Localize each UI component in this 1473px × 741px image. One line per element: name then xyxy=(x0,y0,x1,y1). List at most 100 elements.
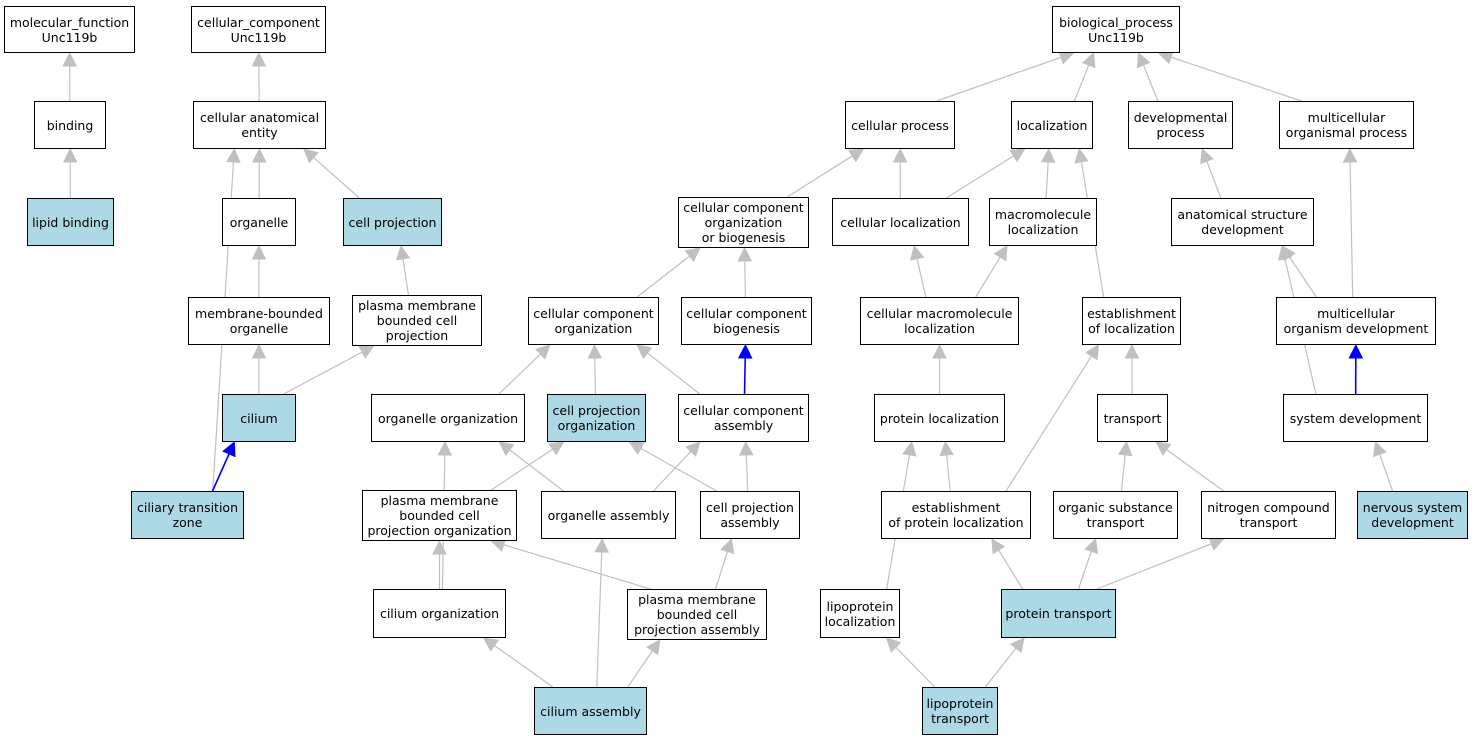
node-establishment-of-localization[interactable]: establishment of localization xyxy=(1082,297,1181,345)
node-plasma-membrane-bounded-cell-projection[interactable]: plasma membrane bounded cell projection xyxy=(352,295,482,346)
node-molecular-function[interactable]: molecular_function Unc119b xyxy=(4,6,135,53)
node-cilium-assembly[interactable]: cilium assembly xyxy=(534,687,647,735)
node-cilium[interactable]: cilium xyxy=(222,394,296,442)
node-cell-projection-assembly[interactable]: cell projection assembly xyxy=(700,491,800,539)
node-anatomical-structure-development[interactable]: anatomical structure development xyxy=(1171,198,1314,246)
arrowhead-cilium_asm-to-org_asm xyxy=(594,537,610,553)
edge-prot_transport-to-ost xyxy=(1077,551,1092,590)
node-organelle[interactable]: organelle xyxy=(222,198,296,246)
edge-org_asm-to-cca xyxy=(653,451,692,492)
arrowhead-cco-to-ccob xyxy=(684,247,701,263)
edge-dev_process-to-bp xyxy=(1142,64,1159,102)
arrowhead-localization-to-bp xyxy=(1081,51,1096,69)
arrowhead-cell_loc-to-cellular_process xyxy=(892,147,908,163)
arrowhead-cml-to-macro_loc xyxy=(993,245,1008,262)
node-cellular-component[interactable]: cellular_component Unc119b xyxy=(191,6,326,53)
edge-cilium_asm-to-pmbcpa xyxy=(627,650,653,688)
arrowhead-ccb-to-ccob xyxy=(737,246,753,262)
edge-prot_transport-to-nct xyxy=(1096,543,1212,590)
arrowhead-cilium_asm-to-pmbcpa xyxy=(646,639,661,656)
arrowhead-pmbcpa-to-cpa xyxy=(720,537,735,555)
arrowhead-asd-to-dev_process xyxy=(1200,147,1214,165)
node-biological-process[interactable]: biological_process Unc119b xyxy=(1052,6,1180,53)
node-organelle-assembly[interactable]: organelle assembly xyxy=(541,491,676,539)
arrowhead-est_prot_loc-to-est_loc xyxy=(1085,344,1100,361)
arrowhead-dev_process-to-bp xyxy=(1136,51,1151,69)
edge-cpa-to-cca xyxy=(745,454,749,492)
node-transport[interactable]: transport xyxy=(1097,394,1168,442)
node-cell-projection-organization[interactable]: cell projection organization xyxy=(547,394,646,442)
node-localization[interactable]: localization xyxy=(1011,101,1093,149)
node-multicellular-organism-development[interactable]: multicellular organism development xyxy=(1276,297,1436,345)
arrowhead-ctz-to-cae xyxy=(226,147,241,163)
edge-pmbcpa-to-pmbcpo xyxy=(503,544,651,590)
arrowhead-prot_transport-to-nct xyxy=(1208,537,1225,551)
node-cellular-component-biogenesis[interactable]: cellular component biogenesis xyxy=(681,297,812,345)
node-cellular-anatomical-entity[interactable]: cellular anatomical entity xyxy=(193,101,326,149)
node-binding[interactable]: binding xyxy=(34,101,106,149)
edge-cpo-to-cco xyxy=(594,357,597,395)
node-cilium-organization[interactable]: cilium organization xyxy=(373,589,506,638)
edge-est_prot_loc-to-est_loc xyxy=(1005,355,1093,492)
arrowhead-macro_loc-to-localization xyxy=(1040,147,1056,163)
node-cellular-localization[interactable]: cellular localization xyxy=(832,198,969,246)
arrowhead-cilium-to-mbo xyxy=(251,343,267,359)
node-ciliary-transition-zone[interactable]: ciliary transition zone xyxy=(131,491,244,539)
arrowhead-cilium-to-pmbcp xyxy=(358,345,375,359)
node-cellular-component-assembly[interactable]: cellular component assembly xyxy=(678,394,809,442)
arrowhead-org_org-to-cco xyxy=(535,344,551,360)
arrowhead-cca-to-ccb xyxy=(737,343,753,359)
edge-cilium-to-pmbcp xyxy=(283,351,363,395)
arrowhead-est_prot_loc-to-prot_loc xyxy=(939,440,954,457)
edge-cml-to-macro_loc xyxy=(975,256,1001,298)
node-system-development[interactable]: system development xyxy=(1283,394,1428,442)
node-cellular-component-organization-or-biogenesis[interactable]: cellular component organization or bioge… xyxy=(678,197,809,248)
arrowhead-mbo-to-organelle xyxy=(251,244,267,260)
node-plasma-membrane-bounded-cell-projection-organization[interactable]: plasma membrane bounded cell projection … xyxy=(362,490,517,541)
arrowhead-ccob-to-cellular_process xyxy=(848,148,865,163)
edge-org_org-to-cco xyxy=(498,353,541,395)
arrowhead-prot_transport-to-est_prot_loc xyxy=(991,538,1006,555)
edge-pmbcpo-to-cpo xyxy=(490,448,553,491)
node-establishment-of-protein-localization[interactable]: establishment of protein localization xyxy=(881,491,1031,539)
arrowhead-cca-to-cco xyxy=(636,344,653,360)
node-cellular-component-organization[interactable]: cellular component organization xyxy=(528,297,659,345)
node-multicellular-organismal-process[interactable]: multicellular organismal process xyxy=(1279,101,1414,149)
node-protein-transport[interactable]: protein transport xyxy=(1001,589,1116,638)
edge-cilium_asm-to-cilium_org xyxy=(494,645,554,688)
arrowhead-lipid_binding-to-binding xyxy=(62,147,78,163)
edge-ccob-to-cellular_process xyxy=(786,155,853,198)
edge-nsd-to-sys_dev xyxy=(1379,454,1394,492)
arrowhead-sys_dev-to-asd xyxy=(1277,244,1293,261)
node-nervous-system-development[interactable]: nervous system development xyxy=(1357,491,1468,539)
node-cellular-process[interactable]: cellular process xyxy=(845,101,955,149)
edge-mod-to-asd xyxy=(1288,256,1317,298)
node-nitrogen-compound-transport[interactable]: nitrogen compound transport xyxy=(1201,491,1336,539)
node-lipid-binding[interactable]: lipid binding xyxy=(27,198,114,246)
edge-cca-to-ccb xyxy=(743,357,747,395)
node-membrane-bounded-organelle[interactable]: membrane-bounded organelle xyxy=(188,297,330,345)
edge-mop-to-bp xyxy=(1170,56,1302,102)
node-macromolecule-localization[interactable]: macromolecule localization xyxy=(989,198,1097,246)
node-cellular-macromolecule-localization[interactable]: cellular macromolecule localization xyxy=(860,297,1019,345)
node-cell-projection[interactable]: cell projection xyxy=(343,198,442,246)
node-developmental-process[interactable]: developmental process xyxy=(1128,101,1233,149)
arrowhead-org_asm-to-org_org xyxy=(498,441,515,457)
node-protein-localization[interactable]: protein localization xyxy=(874,394,1005,442)
edge-macro_loc-to-localization xyxy=(1045,161,1049,199)
edge-cellular_process-to-bp xyxy=(936,56,1062,102)
node-lipoprotein-transport[interactable]: lipoprotein transport xyxy=(922,687,998,735)
node-plasma-membrane-bounded-cell-projection-assembly[interactable]: plasma membrane bounded cell projection … xyxy=(627,589,767,640)
arrowhead-cpo-to-cco xyxy=(587,343,603,359)
arrowhead-cpa-to-cca xyxy=(739,440,754,456)
node-lipoprotein-localization[interactable]: lipoprotein localization xyxy=(820,589,900,638)
edge-org_asm-to-org_org xyxy=(509,449,564,492)
arrowhead-prot_transport-to-ost xyxy=(1084,537,1099,555)
node-organic-substance-transport[interactable]: organic substance transport xyxy=(1053,491,1178,539)
arrowhead-prot_loc-to-cml xyxy=(932,343,947,359)
edge-prot_transport-to-est_prot_loc xyxy=(998,549,1024,590)
edge-localization-to-bp xyxy=(1073,64,1090,102)
node-organelle-organization[interactable]: organelle organization xyxy=(371,394,525,442)
